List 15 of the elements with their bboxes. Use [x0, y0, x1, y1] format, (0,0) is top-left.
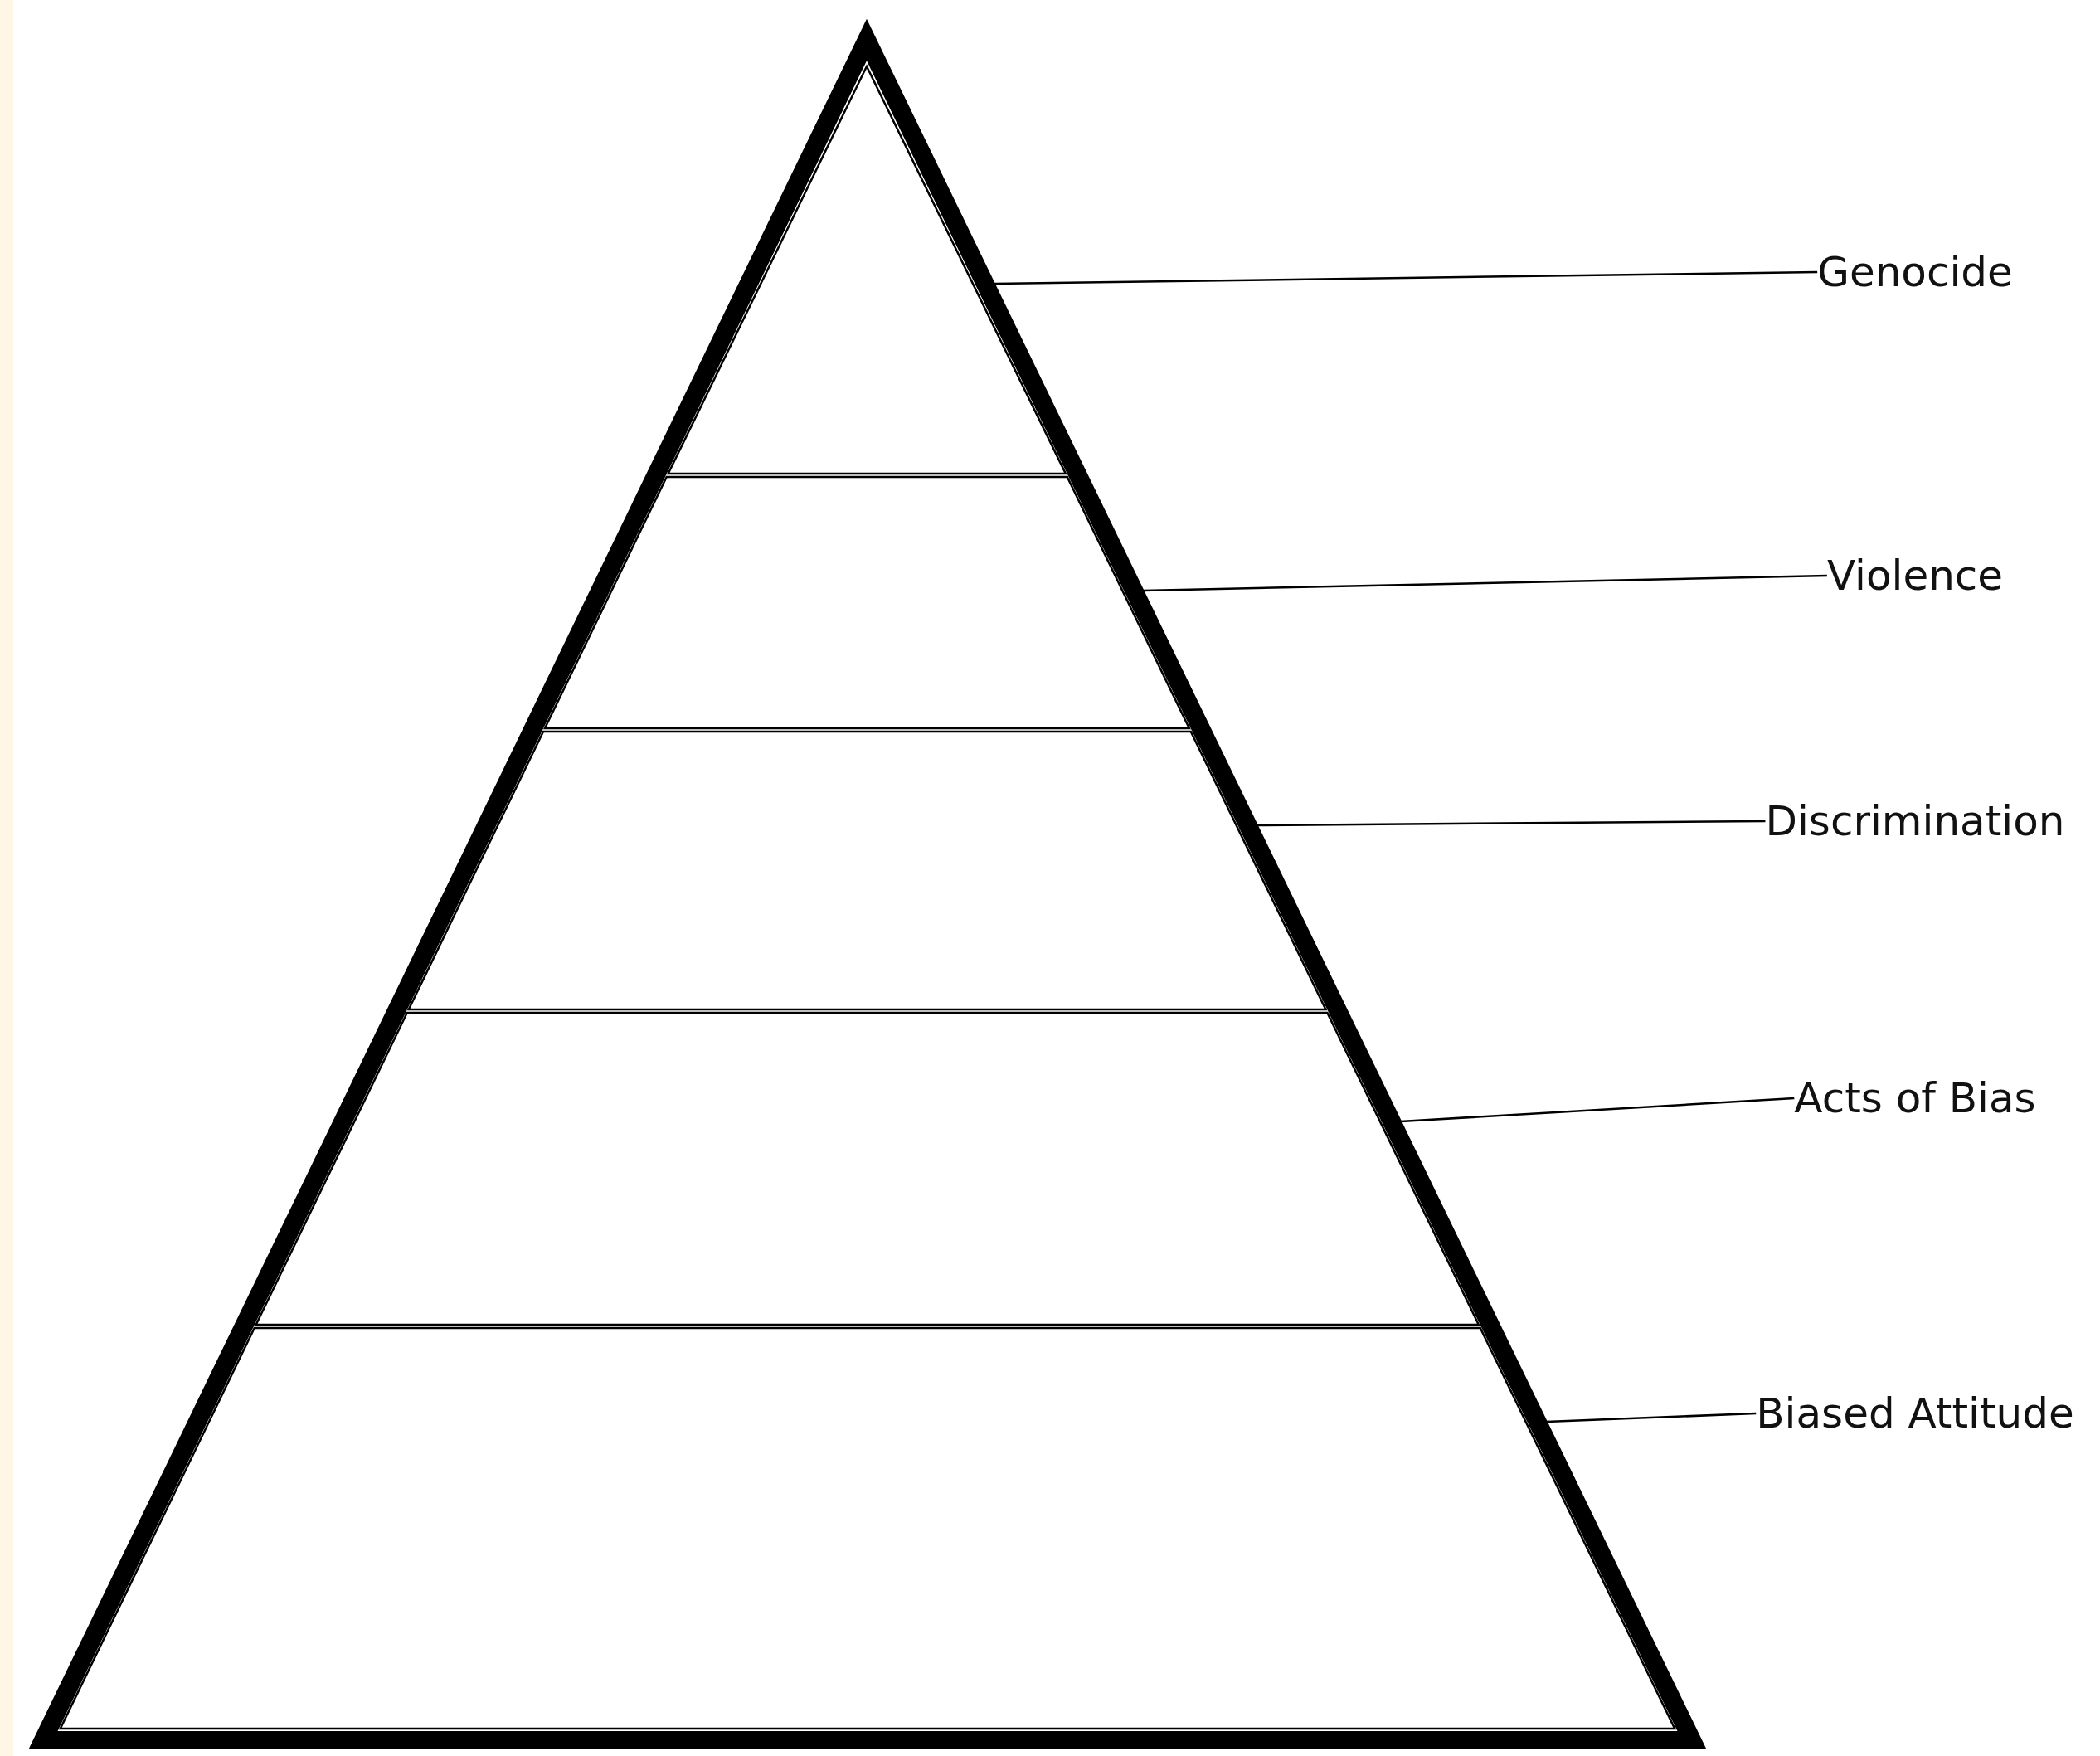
leader-line: [1546, 1412, 1757, 1423]
leader-line: [1400, 1097, 1795, 1123]
tier-label: Violence: [1826, 552, 2004, 600]
pyramid-top-tier: [666, 64, 1067, 475]
leader-line: [994, 270, 1818, 285]
tier-label: Discrimination: [1765, 797, 2065, 845]
tier-label: Genocide: [1817, 248, 2013, 296]
pyramid-tier: [254, 1011, 1480, 1326]
pyramid-tier: [406, 730, 1328, 1011]
pyramid-tier: [58, 1326, 1677, 1730]
leader-line: [1143, 574, 1827, 592]
tier-label: Acts of Bias: [1794, 1074, 2036, 1122]
leader-line: [1257, 820, 1766, 827]
pyramid-tier: [542, 475, 1191, 730]
tier-label: Biased Attitude: [1756, 1389, 2074, 1437]
